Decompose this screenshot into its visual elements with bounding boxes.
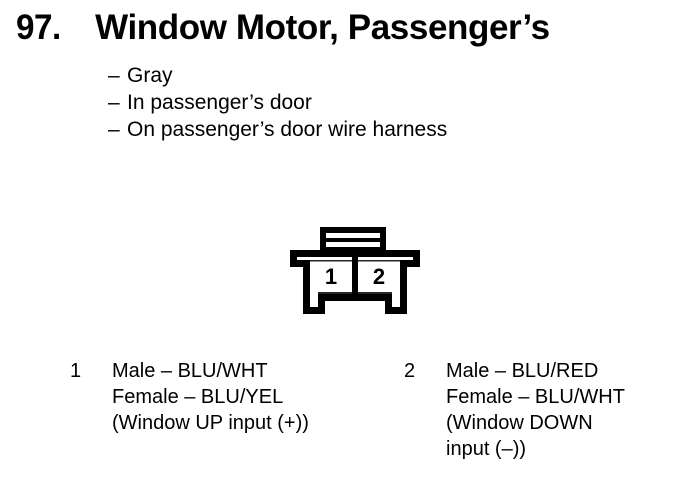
pin-detail-line: Female – BLU/WHT [446,386,625,408]
pin-description-2: 2 Male – BLU/RED Female – BLU/WHT (Windo… [404,358,684,462]
connector-outline-icon: 1 2 [290,227,420,314]
pin-number: 1 [70,360,82,382]
connector-latch-tab [320,227,386,253]
pin-detail-line: Female – BLU/YEL [112,386,284,408]
attribute-text: Gray [127,64,173,87]
pin-detail-line: Male – BLU/WHT [112,360,268,382]
page-title: Window Motor, Passenger’s [95,8,550,47]
page-heading: 97. Window Motor, Passenger’s [0,8,688,52]
pin-description-1: 1 Male – BLU/WHT Female – BLU/YEL (Windo… [70,358,380,436]
dash-marker: – [108,91,120,114]
list-item: – On passenger’s door wire harness [108,116,628,143]
dash-marker: – [108,64,120,87]
pin-detail-lines: Male – BLU/WHT Female – BLU/YEL (Window … [112,358,380,436]
pin-detail-line: (Window DOWN [446,412,593,434]
cavity-number-2: 2 [373,264,385,289]
pin-detail-line: input (–)) [446,438,527,460]
attribute-list: – Gray – In passenger’s door – On passen… [108,62,628,143]
attribute-text: In passenger’s door [127,91,312,114]
dash-marker: – [108,118,120,141]
cavity-divider [352,257,358,294]
list-item: – Gray [108,62,628,89]
heading-item-number: 97. [16,8,61,47]
cavity-number-1: 1 [325,264,337,289]
attribute-text: On passenger’s door wire harness [127,118,448,141]
pin-detail-line: (Window UP input (+)) [112,412,309,434]
connector-diagram: 1 2 [288,226,422,324]
list-item: – In passenger’s door [108,89,628,116]
pin-detail-line: Male – BLU/RED [446,360,599,382]
pin-description-area: 1 Male – BLU/WHT Female – BLU/YEL (Windo… [0,358,688,483]
pin-detail-lines: Male – BLU/RED Female – BLU/WHT (Window … [446,358,684,462]
pin-number: 2 [404,360,416,382]
